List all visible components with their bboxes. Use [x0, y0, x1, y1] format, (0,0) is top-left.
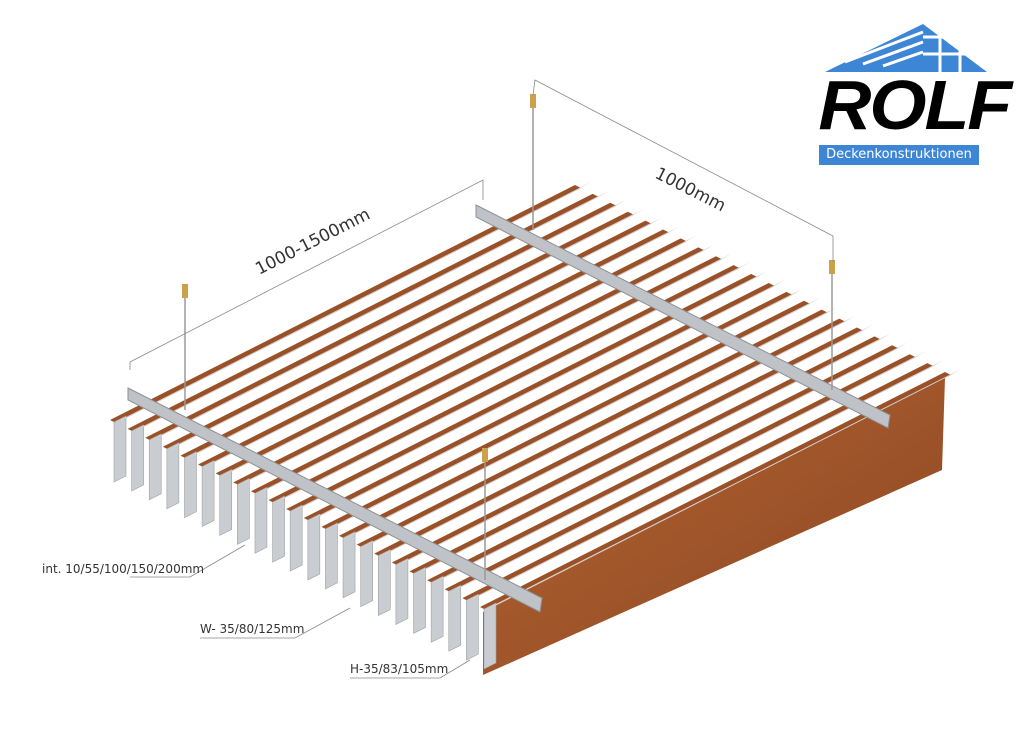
- slat-end: [184, 451, 197, 519]
- slat-top: [309, 279, 785, 521]
- rolf-logo: ROLF Deckenkonstruktionen: [815, 22, 1012, 168]
- slat-end: [254, 486, 268, 554]
- slat-wood-edge: [127, 193, 599, 432]
- dimension-line-spacing: [532, 79, 834, 262]
- slat-end: [166, 442, 180, 510]
- slat-end: [413, 566, 426, 634]
- slat-top: [274, 262, 750, 504]
- slat-end: [131, 424, 144, 492]
- wire-clip: [530, 94, 536, 108]
- slat-top: [168, 208, 644, 450]
- leader-height: [350, 659, 471, 679]
- slat-top: [362, 306, 838, 548]
- side-wood-face: [483, 378, 945, 675]
- slat-top: [433, 342, 909, 584]
- slat-end: [289, 504, 303, 572]
- slat-top: [397, 324, 873, 566]
- slat-top: [256, 253, 732, 495]
- slat-end: [325, 522, 338, 590]
- slat-wood-edge: [409, 336, 881, 575]
- slat-wood-edge: [444, 354, 916, 593]
- slat-top: [415, 333, 891, 575]
- wire-clip: [829, 260, 835, 274]
- slat-end: [377, 549, 391, 617]
- slat-top: [186, 217, 662, 459]
- slat-end: [113, 415, 127, 483]
- slat-end: [237, 477, 250, 545]
- roof-icon: [825, 24, 987, 72]
- slat-wood-edge: [303, 282, 775, 521]
- slat-wood-edge: [462, 363, 934, 602]
- slat-end: [272, 495, 285, 563]
- slat-end: [201, 460, 215, 528]
- logo-subtitle: Deckenkonstruktionen: [819, 145, 979, 165]
- slat-end: [448, 584, 462, 652]
- slat-top: [345, 297, 821, 539]
- slat-top: [133, 190, 609, 432]
- slat-wood-edge: [250, 256, 722, 495]
- slat-end: [360, 540, 373, 608]
- slat-end: [342, 531, 356, 599]
- slat-top: [380, 315, 856, 557]
- slat-wood-edge: [162, 211, 634, 450]
- slat-wood-edge: [198, 229, 670, 468]
- slat-top: [450, 351, 926, 593]
- slat-top: [221, 235, 697, 477]
- slat-end: [395, 557, 409, 625]
- slat-wood-edge: [215, 238, 687, 477]
- slat-end: [219, 468, 233, 536]
- dimension-line-length: [129, 179, 484, 370]
- slat-wood-edge: [356, 309, 828, 548]
- slat-top: [468, 360, 944, 602]
- slat-top: [204, 226, 680, 468]
- slat-wood-edge: [268, 265, 740, 504]
- leader-interval: [130, 544, 246, 578]
- interval-label: int. 10/55/100/150/200mm: [42, 562, 205, 576]
- slat-wood-edge: [286, 274, 758, 513]
- slats-group: [110, 182, 961, 670]
- carrier-rail-back: [475, 204, 891, 429]
- slat-end: [483, 602, 497, 670]
- slat-top: [239, 244, 715, 486]
- slat-wood-edge: [427, 345, 899, 584]
- slat-wood-edge: [374, 318, 846, 557]
- slat-top: [151, 199, 627, 441]
- width-label: W- 35/80/125mm: [200, 622, 305, 636]
- slat-end: [307, 513, 321, 581]
- slat-top: [486, 369, 961, 610]
- slat-wood-edge: [233, 247, 705, 486]
- carrier-rail-front: [127, 387, 543, 613]
- height-label: H-35/83/105mm: [350, 662, 449, 676]
- slat-wood-edge: [180, 220, 652, 459]
- slat-wood-edge: [321, 291, 793, 530]
- wire-clip: [182, 284, 188, 298]
- leader-width: [200, 607, 351, 639]
- slat-top: [327, 288, 803, 530]
- slat-top: [116, 182, 591, 423]
- slat-wood-edge: [339, 300, 811, 539]
- slat-end: [148, 433, 162, 501]
- slat-wood-edge: [145, 202, 617, 441]
- slat-wood-edge: [480, 372, 951, 610]
- wire-clip: [482, 448, 488, 462]
- slat-wood-edge: [110, 185, 581, 423]
- slat-wood-edge: [391, 327, 863, 566]
- logo-brand: ROLF: [818, 66, 1012, 144]
- hanger-wires: [184, 95, 833, 580]
- slat-top: [292, 271, 768, 513]
- slat-end: [466, 593, 479, 661]
- slat-end: [430, 575, 444, 643]
